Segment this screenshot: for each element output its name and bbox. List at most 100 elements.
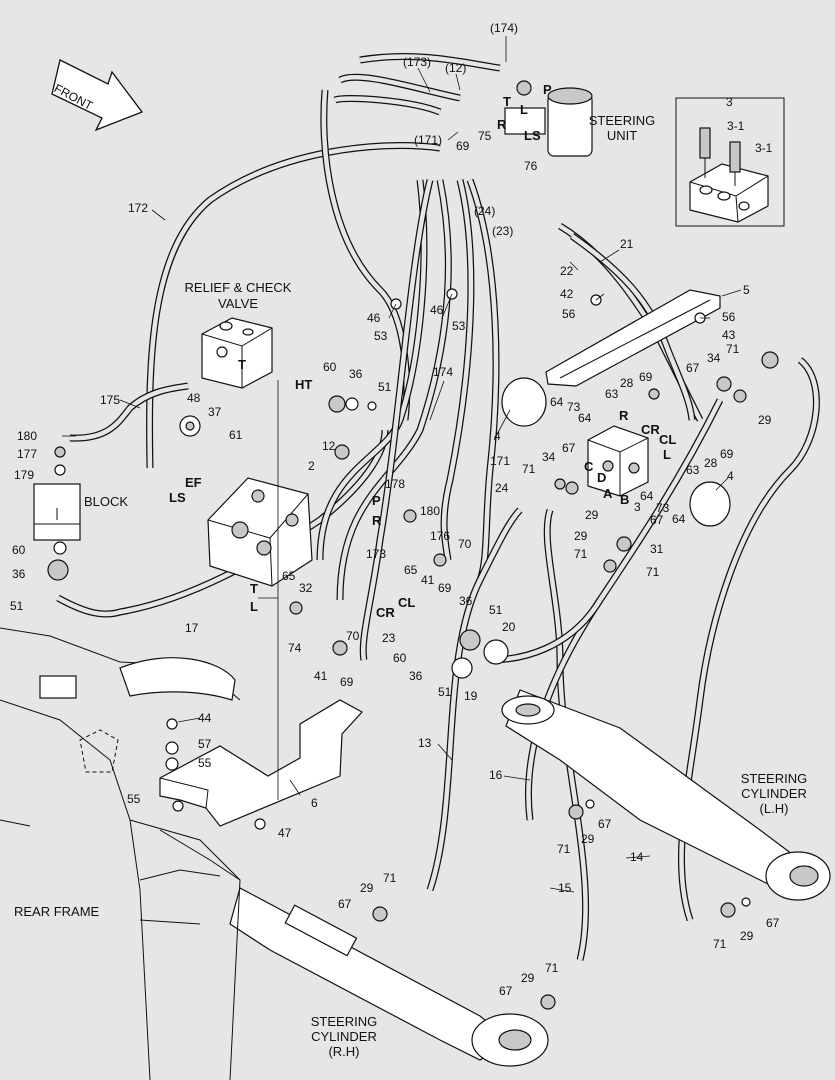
valve-3-detail <box>689 127 769 223</box>
callout: 47 <box>278 826 292 840</box>
callout: 75 <box>478 129 492 143</box>
port-d-blk: D <box>597 470 607 485</box>
callout: 180 <box>17 429 38 443</box>
callout: 64 <box>672 512 686 526</box>
callout: 51 <box>378 380 392 394</box>
callout: 69 <box>720 447 734 461</box>
bracket-6 <box>159 699 363 827</box>
callout: 64 <box>550 395 564 409</box>
callout: 29 <box>521 971 535 985</box>
callout: 5 <box>743 283 750 297</box>
callout: 177 <box>17 447 38 461</box>
callout: 69 <box>456 139 470 153</box>
callout: 174 <box>433 365 454 379</box>
callout: 178 <box>385 477 406 491</box>
callout: 55 <box>198 756 212 770</box>
callout: 71 <box>713 937 727 951</box>
callout: 64 <box>640 489 654 503</box>
callout: 60 <box>323 360 337 374</box>
callout: 67 <box>499 984 513 998</box>
steering-block <box>587 425 649 497</box>
callout: 37 <box>208 405 222 419</box>
steering-unit <box>504 80 593 157</box>
block-title: BLOCK <box>84 494 129 509</box>
callout: 46 <box>367 311 381 325</box>
callout: (174) <box>490 21 519 35</box>
callout: 67 <box>338 897 352 911</box>
callout: 171 <box>490 454 511 468</box>
callout: 179 <box>14 468 35 482</box>
callout: 74 <box>288 641 302 655</box>
callout: 73 <box>567 400 581 414</box>
callout: 3-1 <box>727 119 745 133</box>
callout: 41 <box>314 669 328 683</box>
callout: 3 <box>634 500 641 514</box>
port-ls-pri: LS <box>169 490 186 505</box>
callout: 65 <box>404 563 418 577</box>
callout: 46 <box>430 303 444 317</box>
callout: 67 <box>650 513 664 527</box>
port-l-blk: L <box>663 447 671 462</box>
callout: 71 <box>726 342 740 356</box>
callout: 67 <box>686 361 700 375</box>
port-cr-blk: CR <box>641 422 660 437</box>
callout: 172 <box>128 201 149 215</box>
callout: 21 <box>620 237 634 251</box>
callout: 67 <box>562 441 576 455</box>
callout: (12) <box>445 61 467 75</box>
relief-check-valve <box>201 317 273 389</box>
callout: 29 <box>360 881 374 895</box>
callout: 22 <box>560 264 574 278</box>
callout: 55 <box>127 792 141 806</box>
callout: 67 <box>766 916 780 930</box>
callout: 56 <box>722 310 736 324</box>
callout: 76 <box>524 159 538 173</box>
front-arrow-icon <box>51 59 144 132</box>
hose-lines <box>56 52 820 961</box>
bracket-5 <box>545 289 721 387</box>
callout: 69 <box>340 675 354 689</box>
port-r-top: R <box>497 117 507 132</box>
port-c-blk: C <box>584 459 594 474</box>
callout: 60 <box>12 543 26 557</box>
port-l-pri: L <box>250 599 258 614</box>
port-r-blk: R <box>619 408 629 423</box>
fittings <box>47 288 779 1010</box>
callout: 71 <box>646 565 660 579</box>
port-cl-blk: CL <box>659 432 677 447</box>
callout: 14 <box>630 850 644 864</box>
callout: 180 <box>420 504 441 518</box>
callout: 16 <box>489 768 503 782</box>
callout: 2 <box>308 459 315 473</box>
callout: 19 <box>464 689 478 703</box>
callout: 73 <box>656 501 670 515</box>
callout: 51 <box>489 603 503 617</box>
callout: 51 <box>10 599 24 613</box>
callout: 34 <box>707 351 721 365</box>
callout: 17 <box>185 621 199 635</box>
callout: 32 <box>299 581 313 595</box>
port-ht: HT <box>295 377 313 392</box>
callout: (171) <box>414 133 443 147</box>
callout: 36 <box>349 367 363 381</box>
callout: 36 <box>459 594 473 608</box>
callout: 175 <box>100 393 121 407</box>
steering-cylinder-lh <box>501 689 831 901</box>
priority-valve <box>207 477 313 587</box>
callout: 69 <box>438 581 452 595</box>
callout: 29 <box>758 413 772 427</box>
callout: 34 <box>542 450 556 464</box>
accumulator-right <box>689 481 731 527</box>
port-t-relief: T <box>238 357 246 372</box>
callout: 29 <box>585 508 599 522</box>
callout: 43 <box>722 328 736 342</box>
port-p-pri: P <box>372 493 381 508</box>
callout: 53 <box>452 319 466 333</box>
callout: 42 <box>560 287 574 301</box>
callout: 65 <box>282 569 296 583</box>
callout: 6 <box>311 796 318 810</box>
